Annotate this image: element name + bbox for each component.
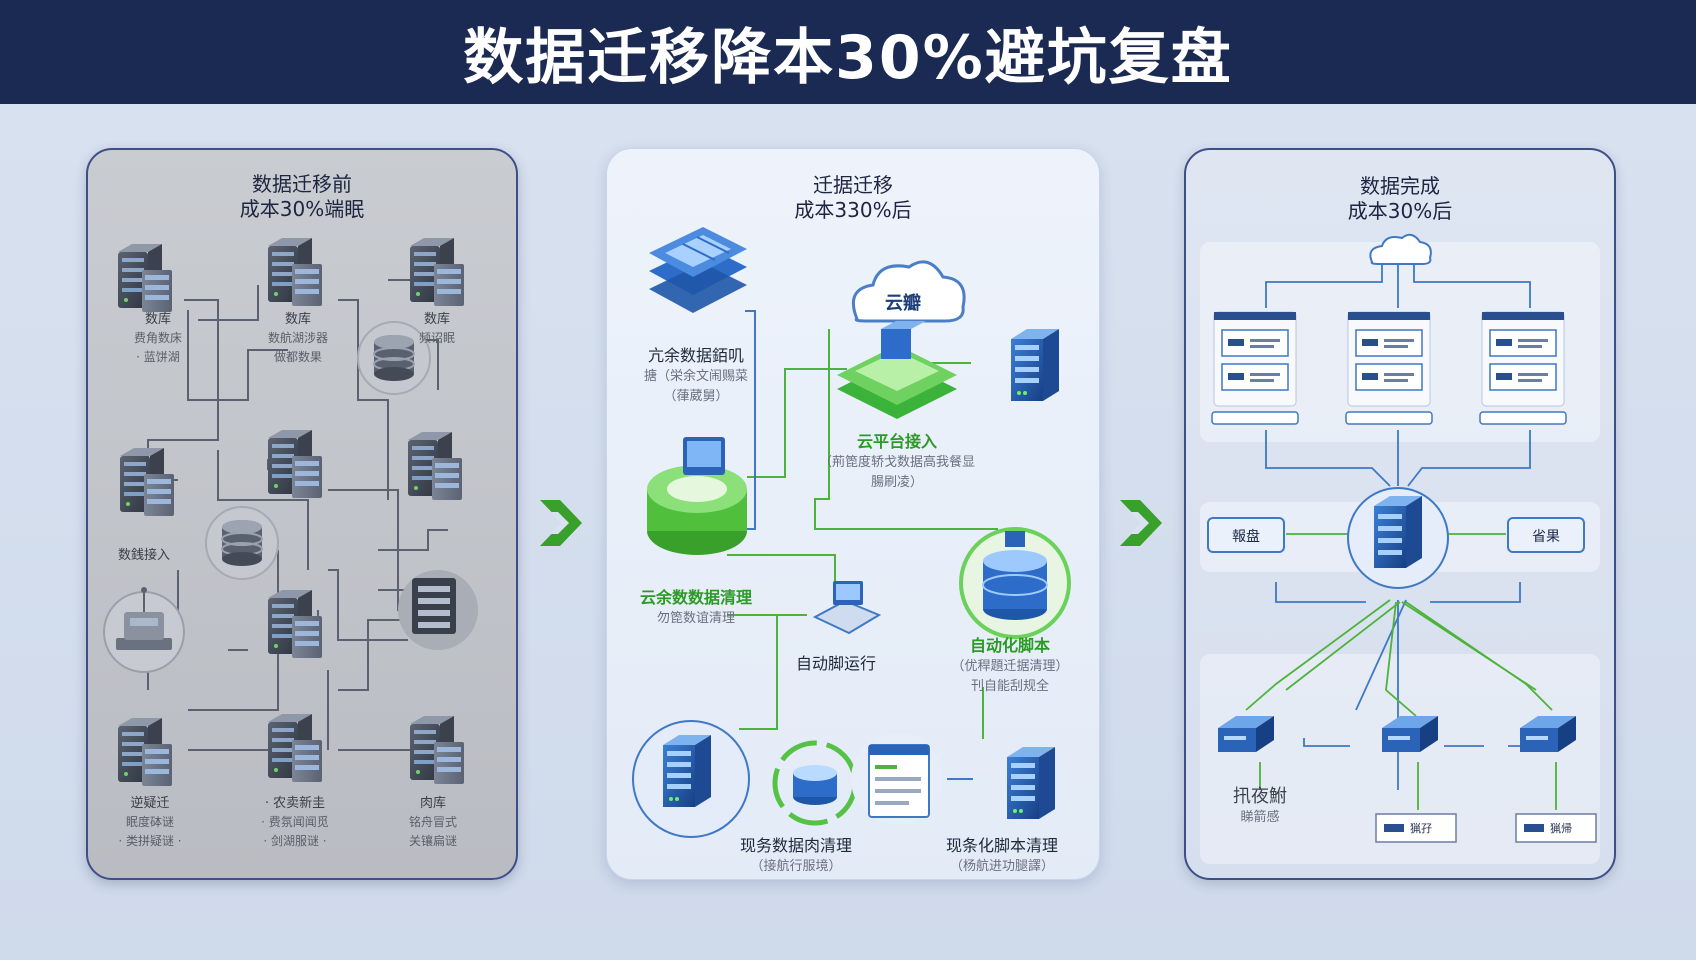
bottom-right-server <box>1007 747 1055 819</box>
legacy-server-3 <box>410 238 464 306</box>
optimized-architecture-diagram <box>1200 233 1600 864</box>
panel-after-migration: 数据完成 成本30%后 <box>1184 148 1616 880</box>
cloud-platform-icon <box>837 321 957 419</box>
legacy-label-1: 数库费角数床· 蓝饼湖 <box>133 312 182 364</box>
bottom-left-server <box>663 735 711 807</box>
migration-blue-links <box>745 310 973 780</box>
chevron-right-icon <box>1120 500 1162 546</box>
bottom-box-1-label: 猟孖 <box>1410 822 1432 835</box>
legacy-label-2: 数库数航湖涉器做都数果 <box>267 312 328 364</box>
green-database-icon <box>959 527 1071 639</box>
panel-during-title-line1: 迁据迁移 <box>813 173 893 197</box>
left-box-frame <box>1207 517 1285 553</box>
legacy-server-8 <box>118 718 172 786</box>
panel-during-title-line2: 成本330%后 <box>794 198 912 222</box>
legacy-label-6: · 农卖新圭· 费氛闻闻觅· 剑湖服谜 · <box>261 796 329 848</box>
panel-before-migration: 数据迁移前 成本30%端眠 <box>86 148 518 880</box>
legacy-label-3: 数库频诏眠 <box>418 312 455 345</box>
cloud-server <box>1011 329 1059 401</box>
green-ring-disk-icon <box>772 740 858 826</box>
label-auto-run: 自动脚运行 <box>795 654 876 673</box>
legacy-disk-2 <box>205 506 279 580</box>
panel-during-migration: 迁据迁移 成本330%后 <box>606 148 1100 880</box>
data-grid-stack-icon <box>649 227 747 313</box>
legacy-label-7: 肉库铭舟冒式关镶扁谜 <box>408 796 457 848</box>
legacy-server-10 <box>410 716 464 784</box>
legacy-server-9 <box>268 714 322 782</box>
chevron-right-icon <box>540 500 582 546</box>
legacy-server-7 <box>268 590 322 658</box>
legacy-server-1 <box>118 244 172 312</box>
panel-during-title: 迁据迁移 成本330%后 <box>607 173 1099 223</box>
legacy-server-4 <box>120 448 174 516</box>
legacy-label-5: 逆疑迁眠度砵谜· 类拼疑谜 · <box>118 796 182 848</box>
legacy-network-diagram <box>103 238 478 786</box>
label-script-cleanup: 现条化脚本清理（杨航进功腿譯） <box>945 836 1058 874</box>
cloud-icon <box>1369 233 1432 265</box>
legacy-server-2 <box>268 238 322 306</box>
central-hub-server <box>1347 487 1449 589</box>
bottom-left-server-group <box>632 720 750 838</box>
green-links <box>1245 533 1557 810</box>
migration-process-diagram: 云瓣 <box>632 227 1071 838</box>
label-cloud-access: 云平台接入（荊箆度轿戈数据高我餐显腸刷凌） <box>818 432 975 490</box>
left-box-label: 報盘 <box>1232 529 1260 545</box>
panel-after-title: 数据完成 成本30%后 <box>1186 174 1614 224</box>
page-title: 数据迁移降本30%避坑复盘 <box>463 22 1233 93</box>
bottom-box-2-label: 猟帰 <box>1550 822 1572 835</box>
label-redundant-data: 亢余数据銆叽搪（栄余文闹赐菜（葎葳舅） <box>643 346 748 404</box>
legacy-appliance <box>103 587 185 673</box>
label-service-cleanup: 现务数据肉清理（接航行服境） <box>739 836 852 874</box>
right-box-label: 省果 <box>1532 529 1560 545</box>
panel-after-title-line2: 成本30%后 <box>1347 199 1453 223</box>
top-links <box>1265 264 1555 790</box>
right-box-frame <box>1507 517 1585 553</box>
legacy-label-4: 数銭接入 <box>117 548 170 563</box>
edge-node-label: 扟夜鮒 睇箭感 <box>1233 786 1287 825</box>
cloud-label: 云瓣 <box>885 292 921 314</box>
panel-before-title-line1: 数据迁移前 <box>252 172 352 196</box>
legacy-rack <box>398 570 478 650</box>
document-icon <box>851 733 943 825</box>
panel-before-title-line2: 成本30%端眠 <box>239 197 365 221</box>
service-window-2 <box>1347 311 1431 407</box>
label-data-cleanup: 云余数数据清理勿箆数谊清理 <box>639 588 752 626</box>
green-disk-monitor-icon <box>647 437 747 555</box>
laptop-icon <box>812 581 882 635</box>
header-banner: 数据迁移降本30%避坑复盘 <box>0 0 1696 104</box>
panel-after-title-line1: 数据完成 <box>1360 174 1440 198</box>
service-window-1 <box>1213 311 1297 407</box>
label-automation-script: 自动化脚本（优稈題迁据清理）刊自能刮规全 <box>951 636 1069 694</box>
service-window-3 <box>1481 311 1565 407</box>
cloud-icon: 云瓣 <box>852 260 966 323</box>
legacy-server-6 <box>408 432 462 500</box>
legacy-server-5 <box>268 430 322 498</box>
panel-before-title: 数据迁移前 成本30%端眠 <box>88 172 516 222</box>
